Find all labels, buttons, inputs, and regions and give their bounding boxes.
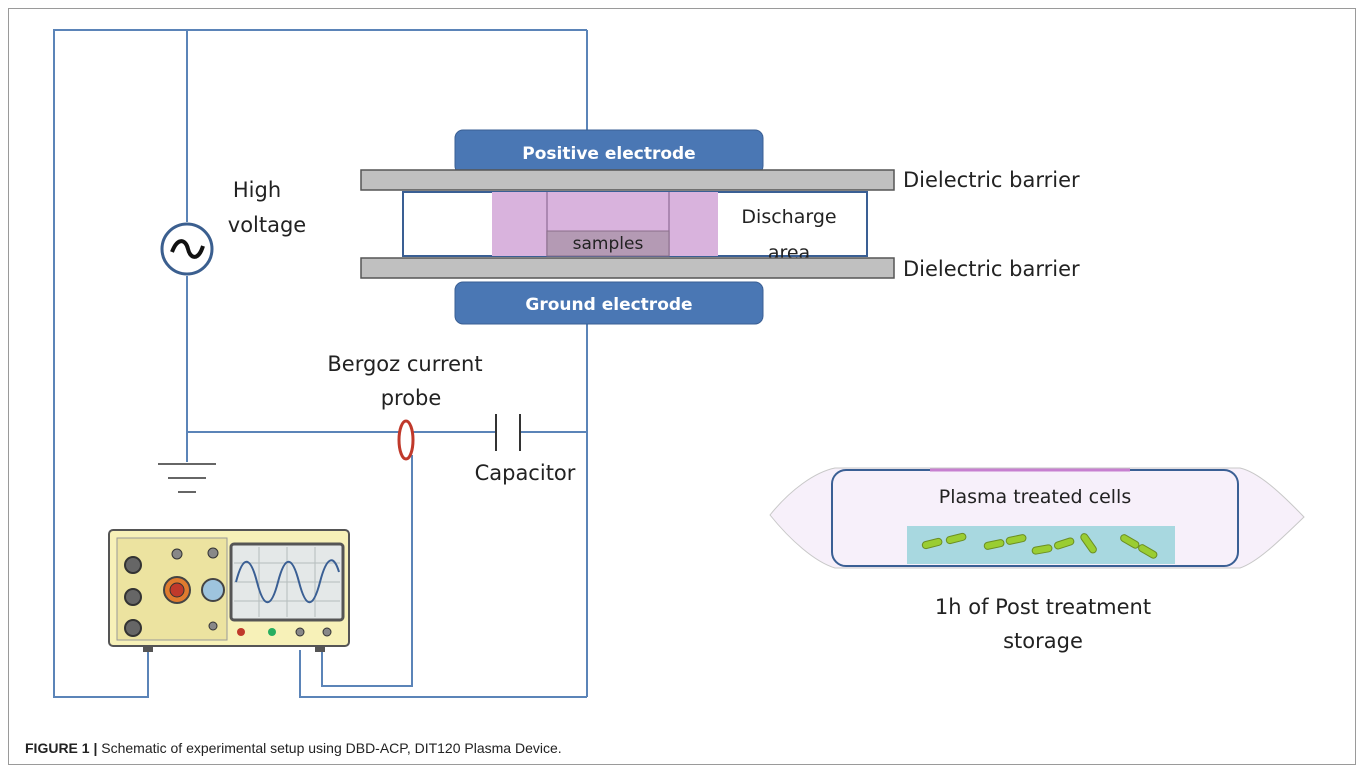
cell-6 — [1053, 537, 1075, 550]
storage-label-1: 1h of Post treatment — [935, 595, 1151, 619]
capacitor-label: Capacitor — [475, 461, 576, 485]
knob-1 — [124, 556, 142, 574]
dbd-reactor: Positive electrode samples Discharge are… — [360, 129, 895, 325]
ground-symbol — [158, 463, 216, 493]
cell-4 — [1005, 534, 1027, 545]
bag-title: Plasma treated cells — [939, 486, 1131, 508]
samples-block — [546, 230, 670, 257]
screen-waveform — [235, 559, 340, 604]
cell-9 — [1138, 544, 1158, 559]
knob-7 — [295, 627, 305, 637]
circuit-wires — [53, 29, 588, 698]
cell-5 — [1031, 544, 1053, 555]
cell-8 — [1120, 534, 1140, 549]
dielectric-barrier-bottom — [360, 257, 895, 279]
cells — [921, 532, 1158, 559]
dielectric-barrier-top — [360, 169, 895, 191]
discharge-area-label-1: Discharge — [741, 206, 836, 228]
storage-label-2: storage — [1003, 629, 1083, 653]
cell-2 — [945, 532, 967, 545]
scope-foot-left — [143, 645, 153, 652]
knob-3 — [124, 619, 142, 637]
high-voltage-label-1: High — [233, 178, 281, 202]
positive-electrode-label: Positive electrode — [522, 144, 695, 164]
dielectric-barrier-bottom-label: Dielectric barrier — [903, 257, 1080, 281]
wire-scope-right — [299, 650, 587, 698]
ground-electrode-label: Ground electrode — [525, 295, 692, 315]
scope-foot-right — [315, 645, 325, 652]
wire-probe-out — [321, 455, 413, 687]
oscilloscope — [108, 529, 350, 652]
samples-label: samples — [573, 234, 644, 254]
led-green — [268, 628, 276, 636]
sine-wave-icon — [170, 239, 205, 259]
knob-8 — [322, 627, 332, 637]
volts-dial — [201, 578, 225, 602]
capacitor — [495, 414, 521, 451]
wire-top-loop — [53, 29, 187, 698]
figure-caption: FIGURE 1 | Schematic of experimental set… — [25, 740, 562, 756]
high-voltage-label-2: voltage — [228, 213, 306, 237]
ac-source — [160, 222, 214, 276]
knob-4 — [171, 548, 183, 560]
current-probe — [397, 419, 415, 461]
knob-2 — [124, 588, 142, 606]
probe-label-2: probe — [381, 386, 442, 410]
timebase-dial-inner — [169, 582, 185, 598]
cell-7 — [1080, 533, 1097, 554]
cell-3 — [983, 539, 1005, 550]
storage-bag: Plasma treated cells — [769, 467, 1305, 569]
knob-5 — [207, 547, 219, 559]
ground-electrode — [454, 281, 764, 325]
led-red — [237, 628, 245, 636]
figure-caption-label: FIGURE 1 | — [25, 740, 98, 756]
probe-label-1: Bergoz current — [327, 352, 482, 376]
dielectric-barrier-top-label: Dielectric barrier — [903, 168, 1080, 192]
knob-6 — [208, 621, 218, 631]
cell-1 — [921, 537, 943, 550]
figure-caption-text: Schematic of experimental setup using DB… — [97, 740, 562, 756]
